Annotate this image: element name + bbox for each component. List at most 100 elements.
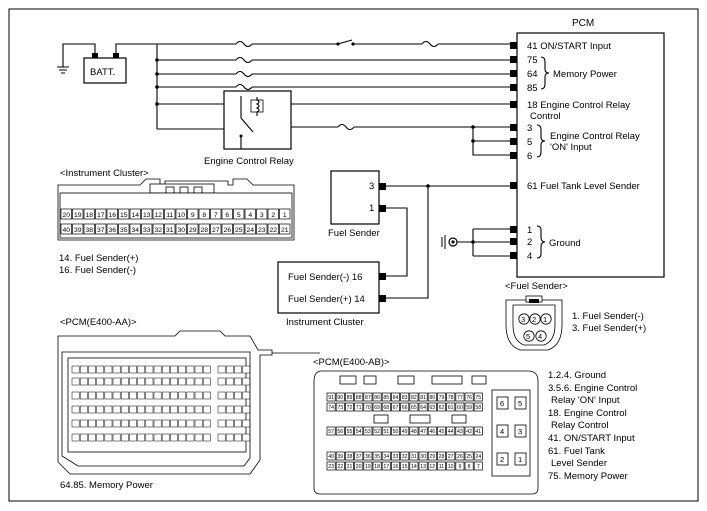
pcm-ab-pin-cell — [437, 402, 446, 412]
pcm-ab-pin-label: 50 — [393, 429, 399, 435]
pcm-ab-pin-label: 62 — [439, 405, 445, 411]
pcm-ab-pin-cell — [381, 402, 391, 412]
cluster-minus-label: Fuel Sender(-) 16 — [288, 272, 362, 283]
pcm-ab-pin-cell — [409, 392, 419, 402]
cluster-pin-cell — [187, 208, 199, 220]
cluster-pin-cell — [60, 223, 72, 235]
pcm-ab-pin-label: 20 — [356, 464, 362, 470]
pcm-aa-pin-cell — [234, 405, 242, 414]
pcm-ab-pin-label: 65 — [411, 405, 417, 411]
pcm-aa-pin-cell — [153, 391, 162, 400]
pcm-ab-pin-label: 41 — [475, 429, 481, 435]
cluster-pin-label: 14 — [131, 212, 139, 219]
pcm-ab-pin-cell — [400, 461, 410, 471]
pcm-ab-pin-label: 39 — [337, 454, 343, 460]
cluster-pin-label: 5 — [237, 212, 241, 219]
cluster-pin-label: 17 — [97, 212, 105, 219]
pcm-aa-pin-cell — [170, 365, 178, 374]
cluster-pin-cell — [83, 223, 95, 235]
ab-big-pin-1: 1 — [518, 455, 522, 464]
pcm-aa-pin-cell — [161, 377, 170, 386]
pcm-aa-pin-cell — [112, 365, 121, 374]
pcm-aa-pin-cell — [79, 433, 88, 442]
cluster-pin-cell — [83, 208, 95, 220]
pcm-aa-pin-cell — [88, 377, 96, 386]
pcm-ab-pin-label: 9 — [458, 464, 461, 470]
pcm-aa-pin-cell — [186, 391, 195, 400]
pcm-ab-pin-cell — [354, 461, 364, 471]
pcm-aa-pin-cell — [104, 391, 113, 400]
pcm-ab-pin-cell — [473, 392, 483, 402]
pcm-aa-pin-cell — [242, 391, 251, 400]
pcm-aa-pin-cell — [96, 377, 105, 386]
pcm-ab-pin-cell — [464, 426, 474, 436]
pcm-aa-pin-cell — [112, 405, 121, 414]
pcm-aa-pin-cell — [129, 405, 137, 414]
cluster-pin-label: 22 — [269, 227, 277, 234]
fuel-sender-connector: <Fuel Sender> 3 2 1 5 4 1. Fuel Sender(-… — [505, 281, 646, 351]
pcm-ab-pin-cell — [409, 461, 419, 471]
pcm-ab-pin-label: 27 — [448, 454, 454, 460]
pcm-ab-pin-label: 76 — [466, 395, 472, 401]
legend-line-6: 41. ON/START Input — [548, 433, 635, 444]
cluster-pin-cell — [106, 208, 118, 220]
pcm-ab-pin-cell — [473, 402, 483, 412]
cluster-pin-cell — [187, 223, 199, 235]
pcm-ab-pin-cell — [409, 451, 419, 461]
cluster-pin-label: 3 — [260, 212, 264, 219]
pcm-ab-pin-label: 70 — [365, 405, 371, 411]
pcm-pin64-label: 64 — [527, 69, 538, 80]
pcm-ab-pin-cell — [372, 461, 382, 471]
pcm-ab-pin-label: 91 — [328, 395, 334, 401]
cluster-pin-label: 15 — [120, 212, 128, 219]
pcm-ab-pin-cell — [427, 426, 437, 436]
cluster-pin-cell — [267, 223, 279, 235]
pcm-aa-note: 64.85. Memory Power — [60, 480, 153, 491]
pcm-aa-pin-cell — [234, 365, 242, 374]
pcm-ab-pin-cell — [354, 392, 364, 402]
pcm-ab-pin-cell — [354, 402, 364, 412]
pcm-ab-pin-cell — [473, 426, 483, 436]
pcm-pin1-label: 1 — [527, 225, 532, 236]
pcm-aa-pin-cell — [161, 391, 170, 400]
pcm-pin41-label: 41 ON/START Input — [527, 41, 611, 52]
pcm-aa-pin-cell — [137, 365, 146, 374]
pcm-ab-pin-cell — [464, 461, 474, 471]
pcm-ab-pin-label: 67 — [393, 405, 399, 411]
pcm-aa-pin-cell — [88, 419, 96, 428]
cluster-pin-label: 38 — [85, 227, 93, 234]
cluster-pin-label: 29 — [189, 227, 197, 234]
cluster-pin-cell — [129, 208, 141, 220]
pcm-ab-pin-label: 15 — [402, 464, 408, 470]
pcm-ab-pin-label: 32 — [402, 454, 408, 460]
cluster-pin-label: 18 — [85, 212, 93, 219]
pcm-aa-pin-cell — [79, 377, 88, 386]
pcm-aa-pin-cell — [112, 419, 121, 428]
pcm-aa-pin-cell — [178, 433, 187, 442]
pcm-ab-pin-label: 79 — [439, 395, 445, 401]
pcm-ab-pin-cell — [400, 402, 410, 412]
pcm-ab-pin-cell — [427, 451, 437, 461]
pcm-aa-pin-cell — [71, 433, 80, 442]
relay-output-circuit — [291, 123, 510, 156]
pcm-aa-pin-cell — [178, 391, 187, 400]
pcm-aa-pin-cell — [161, 365, 170, 374]
on-start-circuit — [157, 39, 510, 48]
pcm-ab-pin-cell — [418, 451, 428, 461]
pcm-ab-pin-label: 85 — [383, 395, 389, 401]
pcm-ab-pin-label: 68 — [383, 405, 389, 411]
pcm-aa-pin-cell — [96, 365, 105, 374]
pcm-ab-pin-cell — [418, 392, 428, 402]
cluster-pin-cell — [256, 223, 268, 235]
pcm-aa-pin-cell — [71, 365, 80, 374]
fuel-sender-label: Fuel Sender — [328, 228, 380, 239]
cluster-pin-cell — [141, 223, 153, 235]
pcm-ab-pin-cell — [464, 402, 474, 412]
pcm-ab-pin-label: 87 — [365, 395, 371, 401]
cluster-pin-cell — [256, 208, 268, 220]
legend-line-3: Relay 'ON' Input — [551, 395, 620, 406]
pcm-aa-pin-cell — [120, 365, 129, 374]
pcm-aa-pin-cell — [112, 377, 121, 386]
pcm-ab-pin-label: 24 — [475, 454, 481, 460]
pcm-aa-pin-cell — [104, 405, 113, 414]
